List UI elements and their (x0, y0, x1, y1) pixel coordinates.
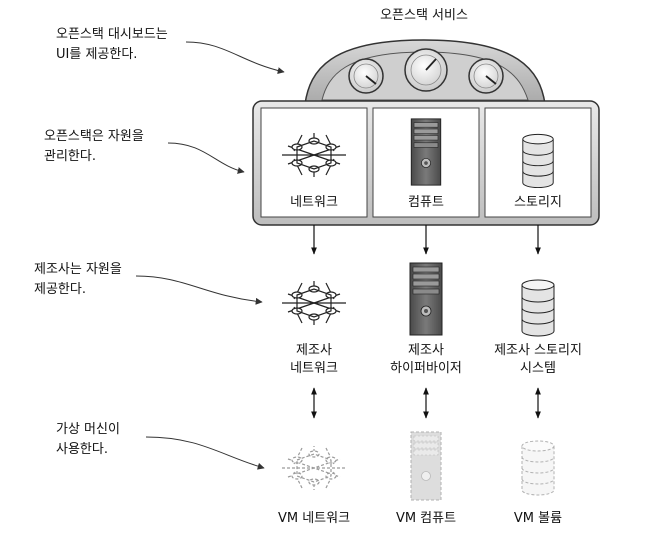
storage-stack-icon (521, 279, 555, 337)
annotation-pointer (185, 41, 285, 75)
gauge-icon (348, 58, 384, 94)
annotation-manage-line2: 관리한다. (44, 149, 96, 164)
annotation-dashboard-line1: 오픈스택 대시보드는 (56, 27, 168, 42)
vendor-network-label-line2: 네트워크 (290, 361, 338, 376)
vendor-storage-label-line2: 시스템 (520, 361, 556, 376)
server-tower-icon (409, 262, 443, 336)
annotation-consume-line2: 사용한다. (56, 442, 108, 457)
vm-network-label: VM 네트워크 (278, 511, 350, 526)
annotation-provide-line1: 제조사는 자원을 (34, 262, 122, 277)
server-tower-icon (410, 118, 442, 186)
vendor-storage-label-line1: 제조사 스토리지 (494, 343, 582, 358)
openstack-storage-label: 스토리지 (514, 195, 562, 210)
annotation-consume-line1: 가상 머신이 (56, 422, 120, 437)
annotation-provide-line2: 제공한다. (34, 282, 86, 297)
openstack-network-label: 네트워크 (290, 195, 338, 210)
vendor-compute-label-line2: 하이퍼바이저 (390, 361, 462, 376)
annotation-pointer (145, 436, 265, 470)
vm-server-tower-icon (410, 431, 442, 501)
annotation-dashboard-line2: UI를 제공한다. (56, 47, 137, 62)
vendor-compute-label-line1: 제조사 (408, 343, 444, 358)
diagram-title: 오픈스택 서비스 (380, 8, 468, 23)
gauge-icon (404, 48, 448, 92)
annotation-pointer (167, 142, 245, 174)
vm-network-icon (281, 445, 347, 491)
vm-compute-label: VM 컴퓨트 (396, 511, 456, 526)
openstack-network-cell (260, 107, 368, 218)
gauge-icon (468, 58, 504, 94)
storage-stack-icon (522, 133, 554, 189)
annotation-pointer (135, 275, 263, 305)
vm-storage-icon (521, 440, 555, 496)
annotation-manage-line1: 오픈스택은 자원을 (44, 129, 144, 144)
vendor-network-label-line1: 제조사 (296, 343, 332, 358)
openstack-compute-label: 컴퓨트 (408, 195, 444, 210)
network-icon (281, 280, 347, 326)
vm-storage-label: VM 볼륨 (514, 511, 562, 526)
